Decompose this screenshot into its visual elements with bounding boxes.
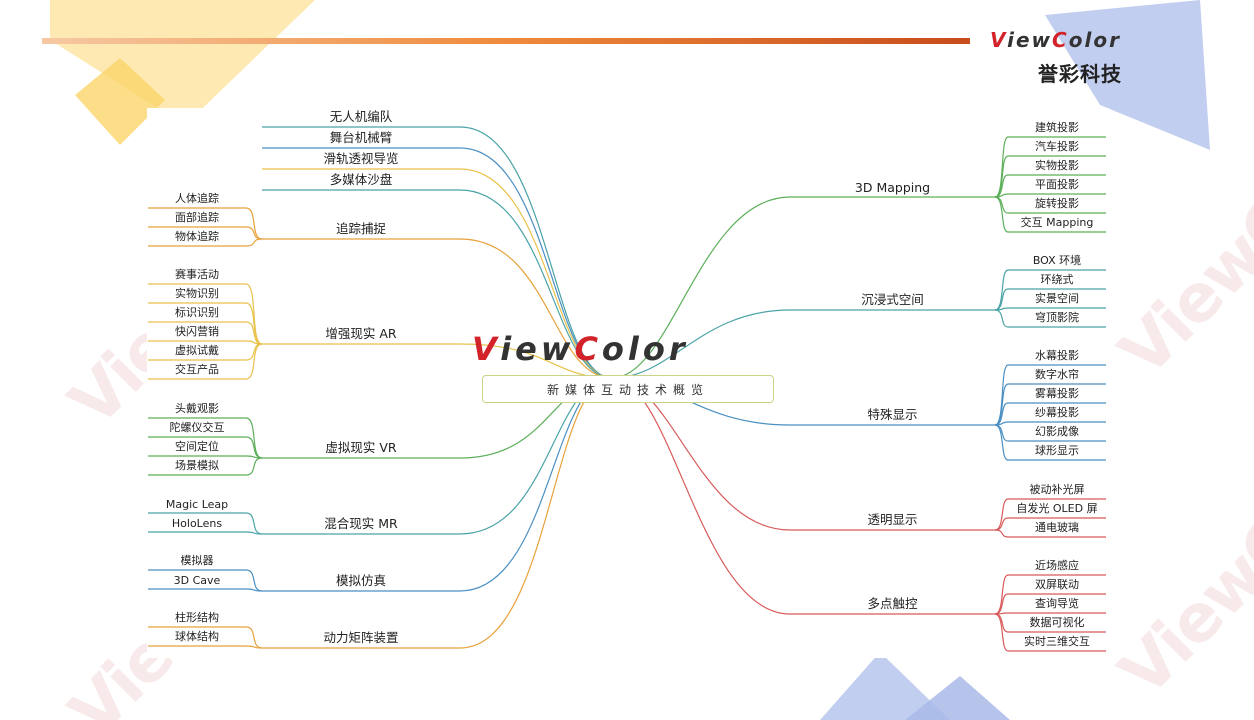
- leaf-connector: [245, 238, 263, 247]
- leaf-connector: [994, 574, 1009, 615]
- leaf-label: 实景空间: [1035, 292, 1079, 305]
- leaf-label: 人体追踪: [175, 192, 219, 205]
- branch-connector: [611, 196, 791, 379]
- leaf-label: 快闪营销: [175, 325, 219, 338]
- branch-label: 增强现实 AR: [325, 326, 397, 341]
- leaf-connector: [245, 343, 263, 380]
- branch-label: 追踪捕捉: [335, 221, 387, 236]
- branch-label: 特殊显示: [867, 407, 918, 422]
- leaf-connector: [245, 226, 263, 240]
- leaf-connector: [994, 196, 1009, 233]
- leaf-label: 穹顶影院: [1035, 311, 1079, 324]
- leaf-connector: [245, 512, 263, 535]
- leaf-label: 建筑投影: [1035, 121, 1079, 134]
- branch-connector: [459, 168, 613, 379]
- leaf-label: 实物识别: [175, 287, 219, 300]
- leaf-label: 模拟器: [180, 554, 214, 567]
- leaf-label: 物体追踪: [175, 230, 219, 243]
- leaf-label: 雾幕投影: [1035, 387, 1079, 400]
- leaf-label: 查询导览: [1035, 597, 1079, 610]
- leaf-label: 环绕式: [1040, 273, 1074, 286]
- leaf-label: 近场感应: [1035, 559, 1079, 572]
- branch-connector: [459, 147, 613, 379]
- leaf-label: 球形显示: [1035, 444, 1079, 457]
- branch-label: 模拟仿真: [335, 573, 387, 588]
- leaf-connector: [994, 309, 1009, 328]
- leaf-label: 头戴观影: [175, 402, 219, 415]
- branch-connector: [459, 377, 613, 592]
- leaf-label: 幻影成像: [1035, 425, 1079, 438]
- leaf-connector: [994, 383, 1009, 426]
- branch-label: 虚拟现实 VR: [325, 440, 397, 455]
- branch-label: 舞台机械臂: [329, 130, 393, 145]
- branch-label: 多点触控: [867, 596, 918, 611]
- leaf-connector: [245, 457, 263, 476]
- leaf-label: BOX 环境: [1032, 254, 1082, 267]
- leaf-label: 柱形结构: [175, 611, 219, 624]
- branch-connector: [611, 377, 791, 615]
- leaf-connector: [994, 269, 1009, 311]
- brand-logo: ViewColor: [990, 28, 1121, 52]
- leaf-connector: [245, 626, 263, 649]
- leaf-label: 实时三维交互: [1024, 635, 1090, 648]
- leaf-label: 自发光 OLED 屏: [1016, 502, 1098, 515]
- center-logo: ViewColor: [472, 330, 689, 368]
- leaf-label: 数字水帘: [1035, 368, 1079, 381]
- leaf-label: 面部追踪: [175, 211, 219, 224]
- leaf-label: Magic Leap: [165, 498, 229, 511]
- leaf-label: 旋转投影: [1035, 197, 1079, 210]
- branch-connector: [459, 238, 613, 379]
- leaf-label: 实物投影: [1035, 159, 1079, 172]
- leaf-label: 平面投影: [1035, 178, 1079, 191]
- center-title: 新媒体互动技术概览: [546, 382, 709, 397]
- branch-label: 无人机编队: [329, 109, 393, 124]
- leaf-connector: [245, 207, 263, 240]
- branch-label: 混合现实 MR: [324, 516, 398, 531]
- branch-label: 动力矩阵装置: [323, 630, 399, 645]
- leaf-connector: [994, 424, 1009, 461]
- leaf-label: 交互 Mapping: [1020, 216, 1094, 229]
- leaf-label: HoloLens: [171, 517, 223, 530]
- leaf-label: 3D Cave: [173, 574, 221, 587]
- leaf-label: 纱幕投影: [1035, 406, 1079, 419]
- branch-label: 滑轨透视导览: [323, 151, 399, 166]
- leaf-label: 被动补光屏: [1029, 483, 1085, 496]
- brand-name: 誉彩科技: [1038, 62, 1122, 86]
- leaf-label: 球体结构: [175, 630, 219, 643]
- leaf-label: 空间定位: [175, 440, 219, 453]
- leaf-connector: [994, 498, 1009, 531]
- leaf-connector: [245, 417, 263, 459]
- leaf-label: 汽车投影: [1035, 140, 1079, 153]
- branch-connector: [459, 126, 613, 379]
- center-title-box: 新媒体互动技术概览: [482, 375, 774, 403]
- leaf-label: 赛事活动: [175, 268, 219, 281]
- leaf-connector: [245, 569, 263, 592]
- leaf-label: 陀螺仪交互: [169, 421, 225, 434]
- leaf-connector: [994, 529, 1009, 538]
- leaf-connector: [245, 588, 263, 592]
- leaf-label: 数据可视化: [1029, 616, 1085, 629]
- leaf-connector: [245, 645, 263, 649]
- leaf-connector: [994, 155, 1009, 198]
- leaf-connector: [245, 531, 263, 535]
- leaf-label: 交互产品: [175, 363, 219, 376]
- leaf-label: 虚拟试戴: [175, 344, 219, 357]
- branch-label: 透明显示: [867, 512, 918, 527]
- leaf-label: 通电玻璃: [1035, 521, 1079, 534]
- leaf-label: 场景模拟: [175, 459, 219, 472]
- leaf-label: 水幕投影: [1035, 349, 1079, 362]
- branch-label: 3D Mapping: [854, 180, 931, 195]
- branch-connector: [459, 189, 613, 379]
- leaf-label: 标识识别: [175, 306, 219, 319]
- branch-label: 多媒体沙盘: [329, 172, 393, 187]
- branch-label: 沉浸式空间: [861, 292, 924, 307]
- leaf-label: 双屏联动: [1035, 578, 1079, 591]
- leaf-connector: [994, 613, 1009, 652]
